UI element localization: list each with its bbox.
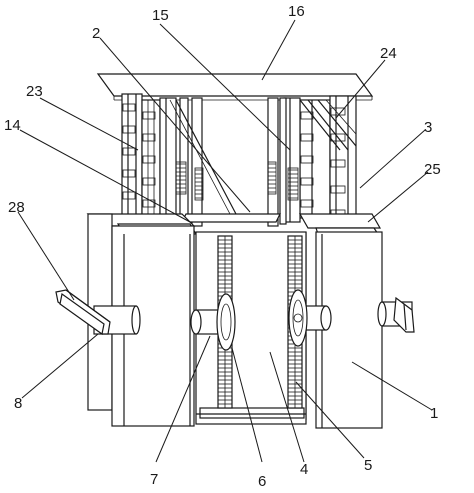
left-pinion-gear [216,293,236,351]
center-frame [159,97,301,227]
label-24: 24 [380,45,397,62]
label-3: 3 [424,119,432,136]
label-25: 25 [424,161,441,178]
left-handle [55,289,141,336]
label-5: 5 [364,457,372,474]
callout-labels: 15 16 2 24 23 3 14 25 28 8 1 7 6 4 5 [4,3,441,490]
label-6: 6 [258,473,266,490]
label-4: 4 [300,461,308,478]
label-28: 28 [8,199,25,216]
right-handle [377,296,415,333]
label-16: 16 [288,3,305,20]
label-2: 2 [92,25,100,42]
label-23: 23 [26,83,43,100]
label-7: 7 [150,471,158,488]
label-15: 15 [152,7,169,24]
label-1: 1 [430,405,438,422]
right-ladder-rack [299,95,357,225]
leader-lines [17,19,433,463]
left-ladder-rack [121,93,161,219]
right-pinion-gear [288,289,308,347]
label-8: 8 [14,395,22,412]
spring-group [175,161,299,201]
label-14: 14 [4,117,21,134]
